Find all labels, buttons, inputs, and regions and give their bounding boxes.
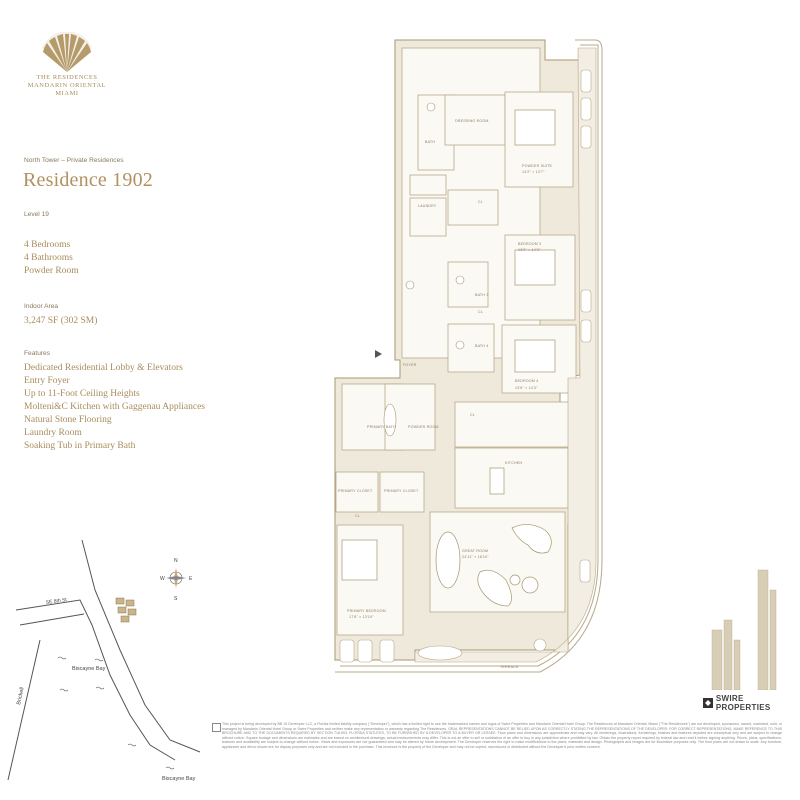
tower-subtitle: North Tower – Private Residences <box>24 157 124 164</box>
map-road-label: Brickell <box>16 687 26 706</box>
building-site-icon <box>115 597 137 623</box>
room-label: FOYER <box>403 363 417 367</box>
feature-item: Molteni&C Kitchen with Gaggenau Applianc… <box>24 402 205 412</box>
developer-name: SWIRE PROPERTIES <box>715 694 771 712</box>
room-label: DRESSING ROOM <box>455 119 489 123</box>
room-label: PRIMARY CLOSET <box>338 489 373 493</box>
room-dim: 13'6" × 14'3" <box>515 386 538 390</box>
room-label: BEDROOM 3 <box>518 242 541 246</box>
compass-w: W <box>160 576 165 582</box>
room-label: CL <box>355 514 360 518</box>
area-value: 3,247 SF (302 SM) <box>24 316 98 326</box>
feature-item: Laundry Room <box>24 428 82 438</box>
spec-bathrooms: 4 Bathrooms <box>24 253 73 263</box>
area-label: Indoor Area <box>24 303 59 310</box>
brand-logo: THE RESIDENCES MANDARIN ORIENTAL MIAMI <box>22 32 112 98</box>
legal-disclaimer: This project is being developed by BB 19… <box>222 722 782 749</box>
feature-item: Soaking Tub in Primary Bath <box>24 441 136 451</box>
room-dim: 14'2" × 13'7" <box>522 170 545 174</box>
room-label: POWDER SUITE <box>522 164 553 168</box>
compass-icon <box>166 568 186 588</box>
equal-housing-icon <box>212 723 221 732</box>
room-label: KITCHEN <box>505 461 522 465</box>
bed-icons <box>341 109 556 581</box>
compass-n: N <box>174 558 178 564</box>
room-label: GREAT ROOM <box>462 549 488 553</box>
feature-item: Dedicated Residential Lobby & Elevators <box>24 363 183 373</box>
room-label: PRIMARY BATH <box>367 425 396 429</box>
room-label: CL <box>478 200 483 204</box>
water-wave-icons <box>57 656 175 770</box>
room-label: CL <box>478 310 483 314</box>
brand-line-1: THE RESIDENCES <box>36 74 98 81</box>
room-label: BEDROOM 4 <box>515 379 538 383</box>
spec-powder-room: Powder Room <box>24 266 79 276</box>
features-label: Features <box>24 350 51 357</box>
map-bay-label-2: Biscayne Bay <box>162 776 196 782</box>
entry-arrow-icon <box>375 350 382 358</box>
room-dim: 24'11" × 18'10" <box>462 555 489 559</box>
room-label: BATH 4 <box>475 344 489 348</box>
room-label: CL <box>470 413 475 417</box>
feature-item: Natural Stone Flooring <box>24 415 112 425</box>
specs-list: 4 Bedrooms 4 Bathrooms Powder Room <box>24 239 79 278</box>
room-label: POWDER ROOM <box>408 425 439 429</box>
fan-logo-icon <box>42 32 92 72</box>
residence-title: Residence 1902 <box>23 169 153 191</box>
compass-s: S <box>174 596 178 602</box>
brand-line-3: MIAMI <box>55 90 79 97</box>
feature-item: Up to 11-Foot Ceiling Heights <box>24 389 140 399</box>
swire-logo-icon <box>703 698 713 708</box>
room-label: LAUNDRY <box>418 204 437 208</box>
developer-logo: SWIRE PROPERTIES <box>703 694 800 712</box>
map-bay-label-1: Biscayne Bay <box>72 666 106 672</box>
compass-e: E <box>189 576 193 582</box>
location-map: SE 8th St Brickell Biscayne Bay Biscayne… <box>7 540 201 782</box>
room-dim: 13'9" × 14'3" <box>518 248 541 252</box>
room-label: BATH 3 <box>475 293 489 297</box>
room-label: BATH <box>425 140 435 144</box>
room-label: TERRACE <box>500 665 519 669</box>
room-label: PRIMARY BEDROOM <box>347 609 386 613</box>
level-label: Level 19 <box>24 211 49 218</box>
map-street-label: SE 8th St <box>45 597 67 606</box>
features-list: Dedicated Residential Lobby & Elevators … <box>24 362 205 453</box>
room-dim: 17'6" × 13'10" <box>349 615 374 619</box>
room-label: PRIMARY CLOSET <box>384 489 419 493</box>
spec-bedrooms: 4 Bedrooms <box>24 240 71 250</box>
brand-line-2: MANDARIN ORIENTAL <box>27 82 107 89</box>
feature-item: Entry Foyer <box>24 376 70 386</box>
tower-illustration <box>711 569 777 690</box>
